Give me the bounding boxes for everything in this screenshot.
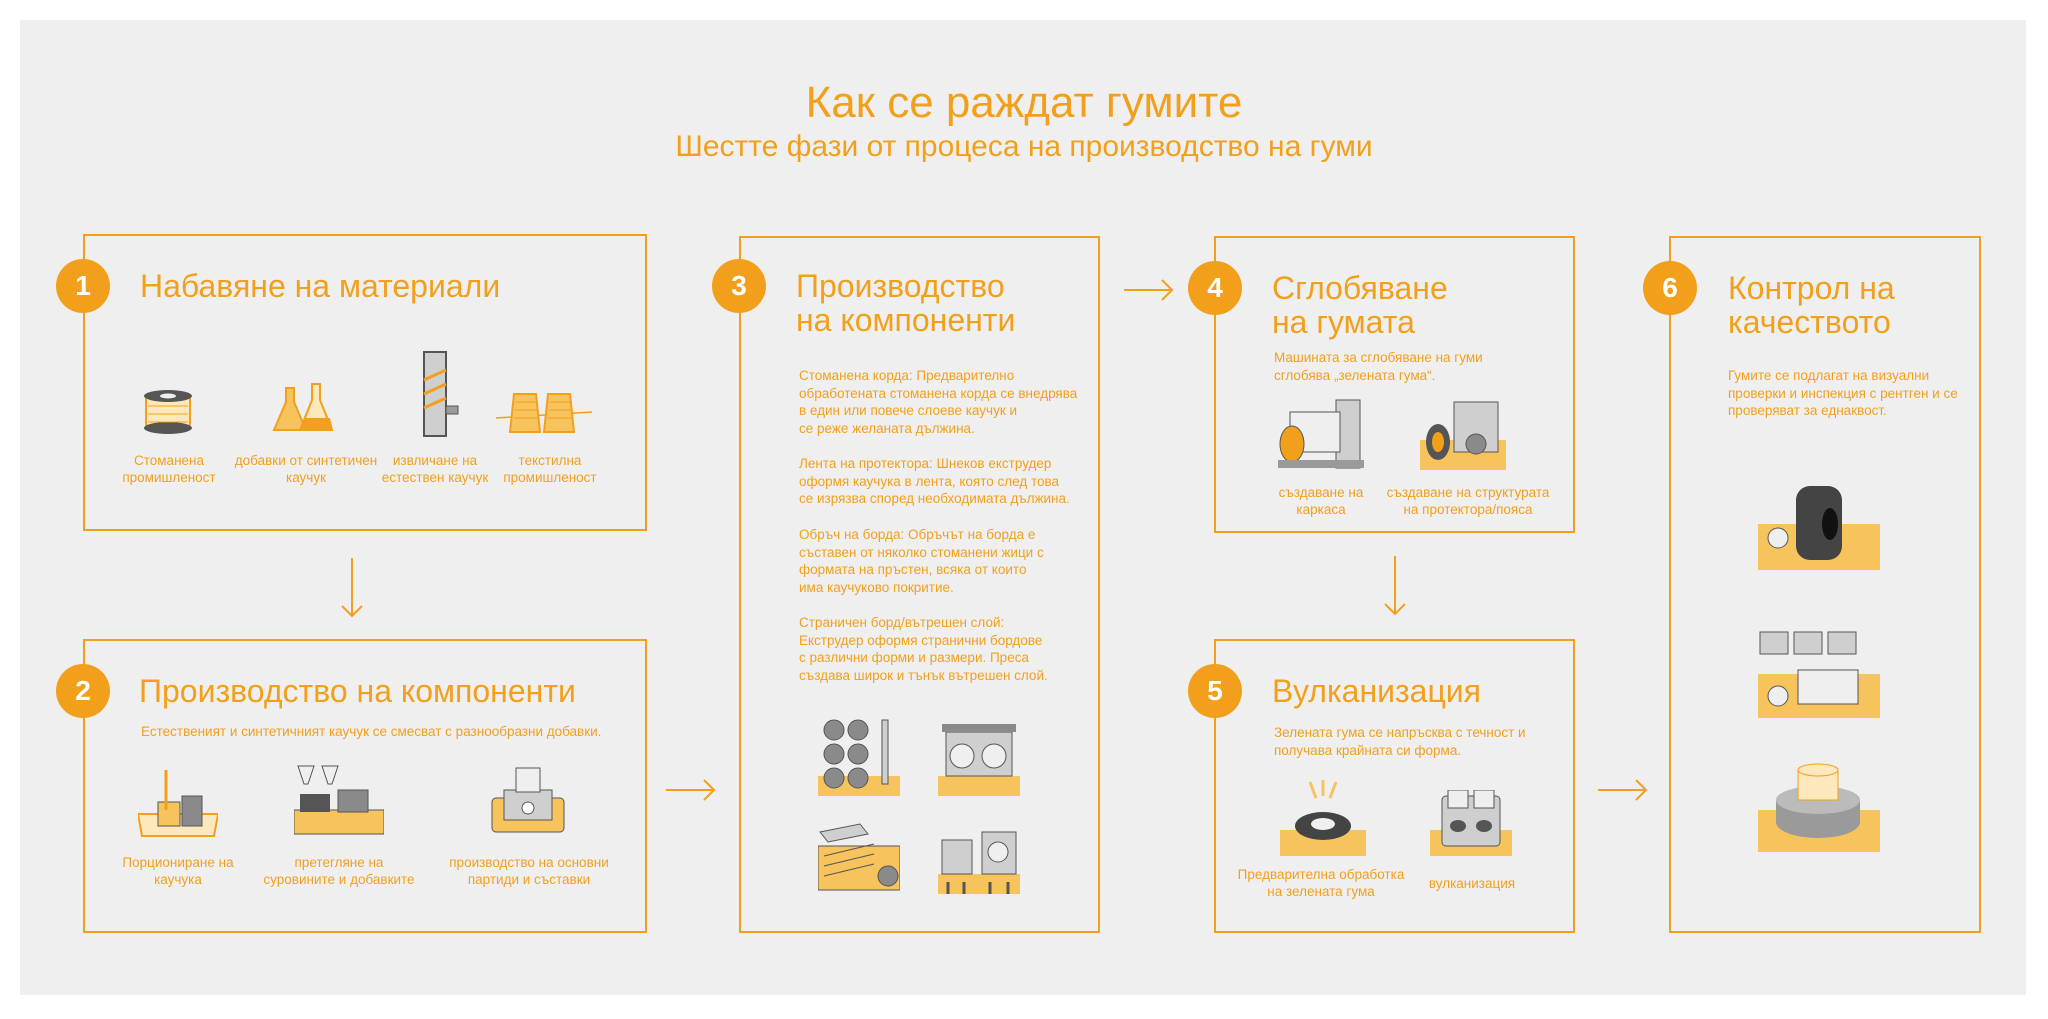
weighing-hoppers-icon [294,765,384,835]
vulcanization-press-icon [1430,790,1512,856]
arrow-down-icon [1384,556,1406,616]
calender-rollers-icon [938,724,1020,796]
step-label-pretreatment: Предварителна обработка на зелената гума [1237,867,1405,899]
portioning-icon [138,770,218,837]
stage-3-paragraph-bead: Обръч на борда: Обръчът на борда е съста… [799,527,1044,595]
page-title: Как се раждат гумите [805,78,1243,127]
stage-1-badge: 1 [56,259,110,313]
stage-3-badge: 3 [712,259,766,313]
stage-5-box [1214,639,1575,933]
stage-1-box [83,234,647,531]
steel-spool-icon [144,390,192,434]
steel-cord-reels-icon [818,719,900,796]
stage-4-badge: 4 [1188,261,1242,315]
stage-1-title: Набавяне на материали [140,268,501,304]
stage-3-box [739,236,1100,933]
green-tire-spray-icon [1280,780,1366,856]
mixer-machine-icon [491,767,565,833]
arrow-down-icon [341,558,363,618]
stage-2-title: Производство на компоненти [139,673,576,709]
step-label-masterbatch: производство на основни партиди и състав… [449,855,609,887]
material-label-steel: Стоманена промишленост [122,453,216,485]
stage-6-description: Гумите се подлагат на визуални проверки … [1728,368,1958,418]
step-label-vulcanization: вулканизация [1428,876,1516,891]
stage-2-description: Естественият и синтетичният каучук се см… [141,724,602,739]
stage-2-box [83,639,647,933]
stage-4-description: Машината за сглобяване на гуми сглобява … [1274,350,1483,383]
stage-4-box [1214,236,1575,533]
arrow-right-icon [1124,279,1174,301]
stage-3-title: Производство на компоненти [796,268,1016,338]
step-label-portioning: Порциониране на каучука [122,855,234,887]
tread-extruder-icon [818,823,900,891]
rubber-tree-tap-icon [423,351,459,437]
stage-4-title: Сглобяване на гумата [1272,270,1448,340]
stage-3-paragraph-sidewall: Страничен борд/вътрешен слой: Екструдер … [799,615,1048,683]
step-label-belt-tread: създаване на структурата на протектора/п… [1386,485,1550,517]
textile-spools-icon [496,393,592,433]
stage-3-paragraph-tread: Лента на протектора: Шнеков екструдер оф… [799,456,1070,506]
stage-2-badge: 2 [56,664,110,718]
material-label-synthetic: добавки от синтетичен каучук [234,453,378,485]
stage-5-title: Вулканизация [1272,673,1481,709]
xray-inspection-icon [1758,631,1880,718]
uniformity-test-icon [1758,763,1880,852]
arrow-right-icon [1598,779,1648,801]
page-subtitle: Шестте фази от процеса на производство н… [675,130,1373,163]
step-label-carcass: създаване на каркаса [1278,485,1364,517]
bead-wire-machine-icon [938,831,1020,894]
step-label-weighing: претегляне на суровините и добавките [263,855,415,887]
arrow-right-icon [666,779,716,801]
stage-5-description: Зелената гума се напръсква с течност и п… [1274,725,1526,758]
belt-tread-machine-icon [1420,401,1506,470]
stage-6-title: Контрол на качеството [1728,270,1895,340]
stage-5-badge: 5 [1188,664,1242,718]
material-label-textile: текстилна промишленост [503,453,597,485]
chemical-flasks-icon [272,383,334,431]
stage-6-badge: 6 [1643,261,1697,315]
stage-3-paragraph-steel-cord: Стоманена корда: Предварително обработен… [799,368,1078,436]
visual-inspection-icon [1758,486,1880,570]
material-label-natural: извличане на естествен каучук [381,453,489,485]
stage-6-box [1669,236,1981,933]
carcass-drum-icon [1278,399,1364,469]
